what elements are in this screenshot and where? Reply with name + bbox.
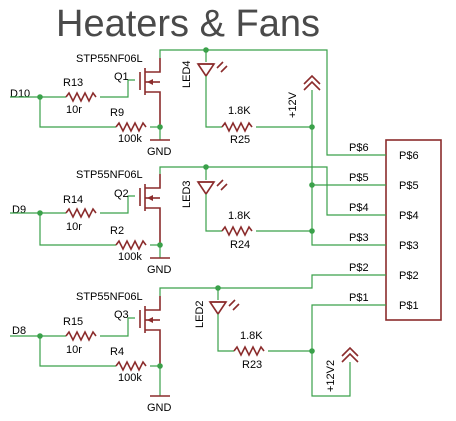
resistor-r4-value: 100k (118, 372, 142, 384)
resistor-r24-label: R24 (230, 239, 250, 251)
resistor-r15-label: R15 (63, 316, 83, 328)
schematic-title: Heaters & Fans (56, 3, 320, 45)
power-arrow-12v2 (341, 346, 359, 363)
led-led4 (196, 61, 228, 78)
resistor-r9 (115, 121, 147, 133)
resistor-r25 (221, 121, 253, 133)
power-rail-12v: +12V (287, 74, 345, 246)
led3-label: LED3 (181, 180, 193, 208)
pin-label-p1: P$1 (399, 300, 419, 312)
gate-wire-2 (100, 195, 135, 214)
resistor-r25-label: R25 (230, 134, 250, 146)
input-pin-label-d10: D10 (10, 88, 30, 100)
rail-12v-label: +12V (287, 91, 299, 118)
net-label-p6: P$6 (349, 142, 369, 154)
drain-net-p6 (159, 49, 345, 156)
led2-label: LED2 (194, 300, 206, 328)
gate-wire-3 (100, 317, 135, 337)
input-pin-label-d8: D8 (12, 325, 26, 337)
drain-net-p2 (159, 274, 345, 296)
mosfet-q1 (139, 58, 161, 127)
resistor-r23-value: 1.8K (240, 330, 263, 342)
net-label-p5: P$5 (349, 172, 369, 184)
mosfet-q2-label: Q2 (114, 188, 129, 200)
junction (37, 210, 43, 216)
connector-body (385, 139, 442, 321)
resistor-r13-label: R13 (63, 77, 83, 89)
mosfet-q1-label: Q1 (114, 71, 129, 83)
mosfet-part-label-1: STP55NF06L (76, 53, 143, 65)
resistor-r15-value: 10r (66, 344, 82, 356)
mosfet-q3 (139, 296, 161, 366)
net-label-p4: P$4 (349, 202, 369, 214)
resistor-r9-label: R9 (110, 107, 124, 119)
led4-cathode-wire (205, 76, 222, 128)
resistor-r14 (65, 207, 97, 219)
resistor-r2-label: R2 (110, 225, 124, 237)
stage-2: STP55NF06L D9 R14 10r R2 100k Q2 GND (10, 164, 345, 276)
pin-label-p4: P$4 (399, 210, 419, 222)
rail-12v-net-p3 (311, 90, 345, 246)
pulldown-wire-2 (39, 213, 116, 246)
junction (309, 124, 315, 130)
resistor-r14-value: 10r (66, 221, 82, 233)
stage-1: STP55NF06L D10 R13 10r R9 100k Q1 GND (10, 47, 345, 158)
ground-label-1: GND (147, 146, 172, 158)
net-label-p3: P$3 (349, 232, 369, 244)
pin-label-p2: P$2 (399, 270, 419, 282)
resistor-r2 (115, 239, 147, 251)
pin-label-p3: P$3 (399, 240, 419, 252)
power-arrow-12v (303, 74, 321, 91)
gate-wire-1 (100, 79, 135, 98)
led3-cathode-wire (205, 194, 222, 232)
mosfet-q3-label: Q3 (114, 309, 129, 321)
resistor-r14-label: R14 (63, 194, 83, 206)
led-led3 (196, 179, 228, 196)
junction (37, 94, 43, 100)
ground-label-3: GND (147, 402, 172, 414)
net-label-p1: P$1 (349, 292, 369, 304)
pulldown-wire-1 (39, 97, 116, 128)
led2-cathode-wire (217, 314, 234, 352)
pulldown-wire-3 (39, 336, 116, 367)
drain-net-p4 (159, 166, 345, 216)
resistor-r9-value: 100k (118, 133, 142, 145)
resistor-r23-label: R23 (242, 359, 262, 371)
net-label-p2: P$2 (349, 262, 369, 274)
input-pin-label-d9: D9 (12, 204, 26, 216)
resistor-r2-value: 100k (118, 251, 142, 263)
junction (37, 333, 43, 339)
resistor-r4-label: R4 (110, 346, 124, 358)
junction (309, 348, 315, 354)
resistor-r24-value: 1.8K (228, 210, 251, 222)
led-led2 (208, 299, 240, 316)
ground-label-2: GND (147, 264, 172, 276)
mosfet-q2 (139, 174, 161, 245)
mosfet-part-label-3: STP55NF06L (76, 291, 143, 303)
pin-label-p5: P$5 (399, 180, 419, 192)
resistor-r25-value: 1.8K (228, 105, 251, 117)
rail-12v2-wire (311, 351, 351, 397)
mosfet-part-label-2: STP55NF06L (76, 169, 143, 181)
resistor-r4 (115, 360, 147, 372)
resistor-r13-value: 10r (66, 104, 82, 116)
power-rail-12v2: +12V2 (309, 304, 359, 397)
resistor-r24 (221, 225, 253, 237)
stage-3: STP55NF06L D8 R15 10r R4 100k Q3 GND (10, 274, 345, 414)
rail-12v2-label: +12V2 (325, 360, 337, 392)
rail-12v2-net-p1 (311, 304, 345, 351)
resistor-r23 (233, 345, 265, 357)
pin-label-p6: P$6 (399, 150, 419, 162)
led4-label: LED4 (181, 60, 193, 88)
resistor-r13 (65, 91, 97, 103)
connector: P$6 P$5 P$4 P$3 P$2 P$1 P$6 P$5 P$4 P$3 … (345, 139, 442, 321)
resistor-r15 (65, 330, 97, 342)
